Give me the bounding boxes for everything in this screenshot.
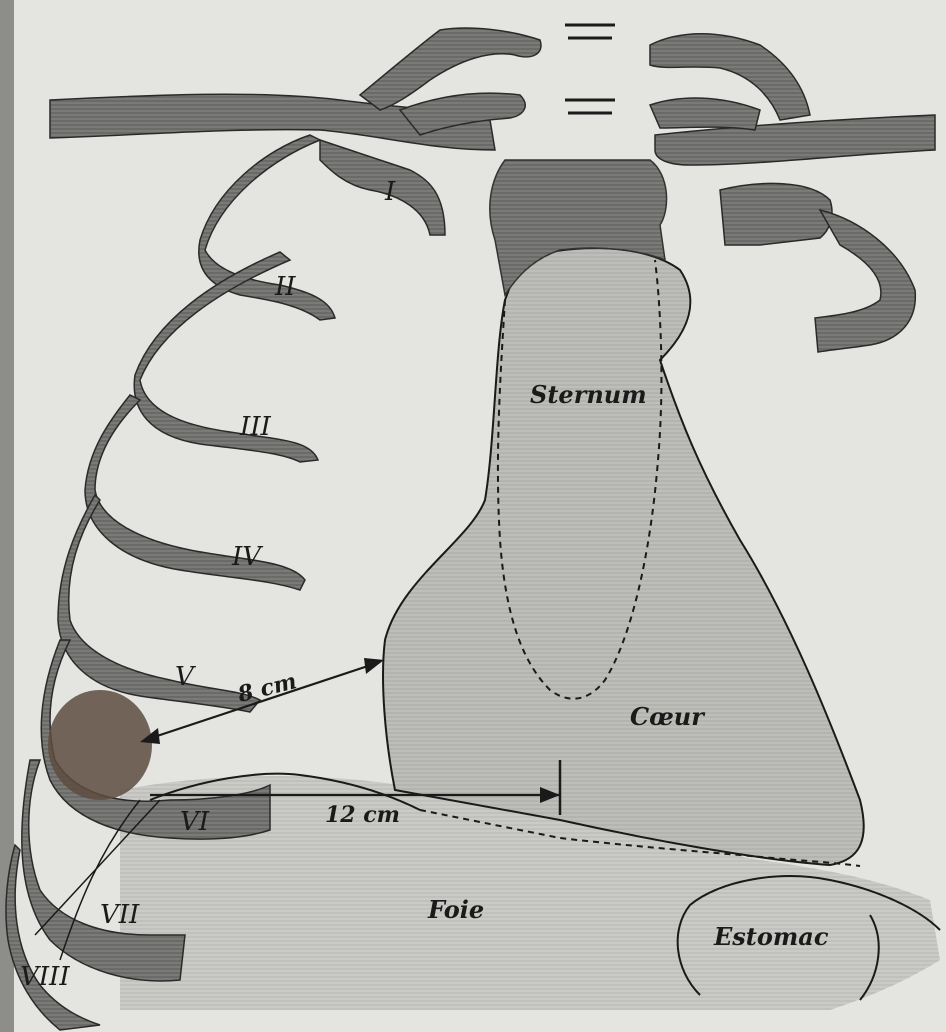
label-sternum: Sternum — [530, 380, 647, 409]
rib-label-3: III — [239, 412, 272, 442]
rib-label-4: IV — [231, 542, 263, 572]
rib-label-6: VI — [180, 807, 210, 837]
apex-stain — [48, 690, 152, 800]
rib-label-1: I — [384, 177, 396, 207]
label-estomac: Estomac — [713, 922, 829, 951]
rib-label-2: II — [274, 272, 296, 302]
label-foie: Foie — [427, 895, 484, 924]
label-coeur: Cœur — [630, 702, 706, 731]
rib-2-right — [720, 183, 832, 245]
rib-label-5: V — [175, 662, 196, 692]
rib-label-7: VII — [100, 900, 140, 930]
label-12cm: 12 cm — [325, 802, 400, 828]
rib-label-8: VIII — [20, 962, 70, 992]
